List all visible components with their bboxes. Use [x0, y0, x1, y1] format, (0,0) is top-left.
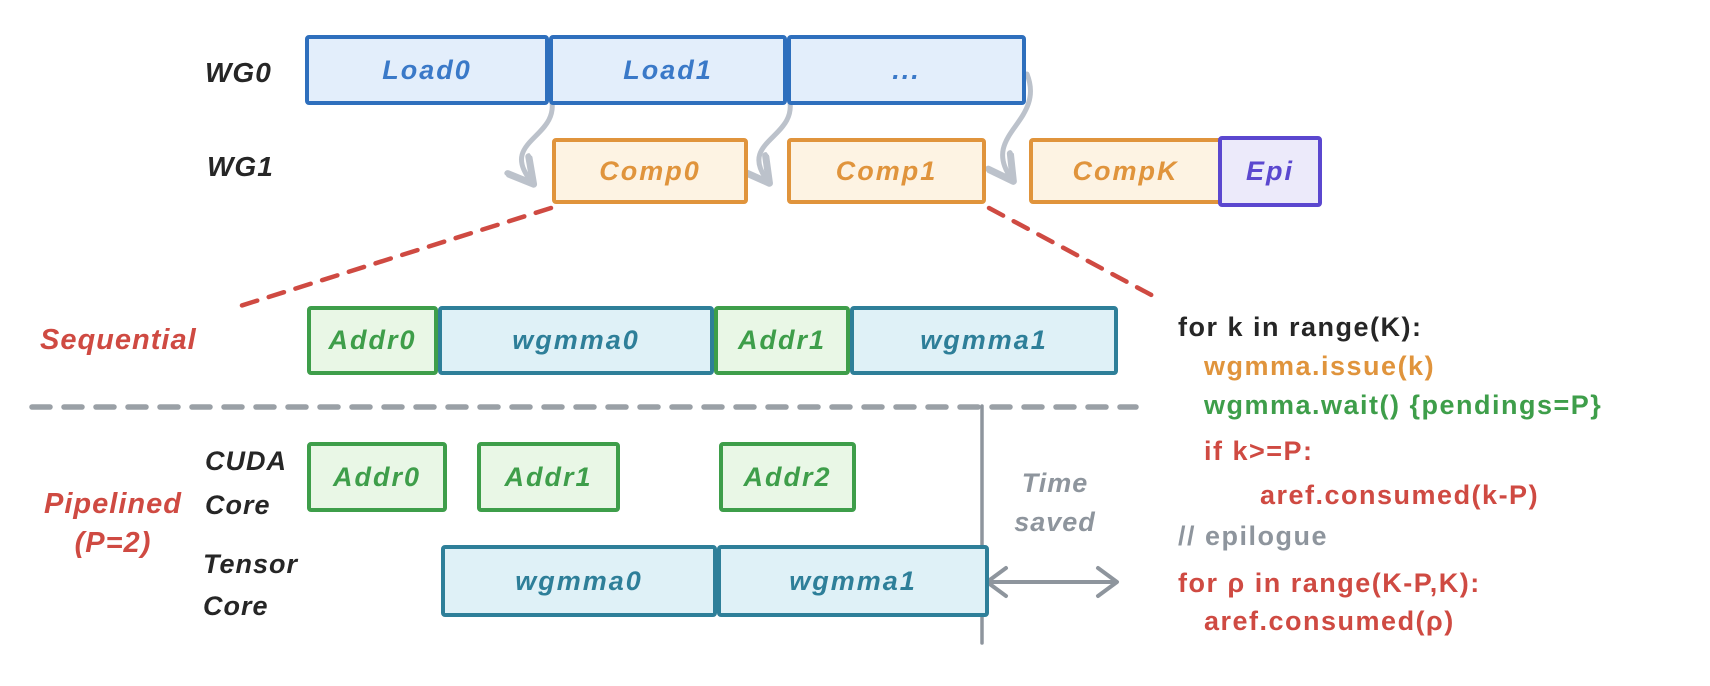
code-line-epilogue-comment: // epilogue — [1178, 521, 1329, 551]
code-line-wgmma-wait: wgmma.wait() {pendings=P} — [1204, 390, 1603, 420]
pipe-wgmma1-box: wgmma1 — [717, 545, 989, 617]
tensor-core-label-line2: Core — [203, 591, 269, 621]
seq-addr0-box: Addr0 — [307, 306, 438, 375]
pipelined-param-label: (P=2) — [74, 527, 152, 559]
time-saved-arrow — [985, 566, 1119, 598]
cuda-core-label-line2: Core — [205, 490, 271, 520]
pipe-addr1-box: Addr1 — [477, 442, 620, 512]
code-line-wgmma-issue: wgmma.issue(k) — [1204, 351, 1436, 381]
time-saved-label-line2: saved — [1014, 507, 1096, 537]
pipelined-label: Pipelined — [44, 488, 182, 520]
comp1-box: Comp1 — [787, 138, 986, 204]
comp0-box: Comp0 — [552, 138, 748, 204]
wg0-label: WG0 — [205, 57, 272, 88]
wg1-label: WG1 — [207, 151, 274, 182]
seq-wgmma0-box: wgmma0 — [438, 306, 714, 375]
tensor-core-label-line1: Tensor — [203, 549, 299, 579]
seq-wgmma1-box: wgmma1 — [850, 306, 1118, 375]
code-line-for-k: for k in range(K): — [1178, 312, 1423, 342]
sequential-label: Sequential — [40, 324, 197, 356]
seq-addr1-box: Addr1 — [714, 306, 850, 375]
code-line-for-rho: for ρ in range(K-P,K): — [1178, 568, 1481, 598]
cuda-core-label-line1: CUDA — [205, 446, 287, 476]
epilogue-box: Epi — [1218, 136, 1322, 207]
pipe-wgmma0-box: wgmma0 — [441, 545, 717, 617]
load-ellipsis-box: ... — [787, 35, 1026, 105]
dependency-arrow-2 — [759, 94, 793, 180]
code-line-aref-consumed-rho: aref.consumed(ρ) — [1204, 606, 1455, 636]
load0-box: Load0 — [305, 35, 549, 105]
zoom-connector-left — [234, 205, 554, 310]
pipe-addr2-box: Addr2 — [719, 442, 856, 512]
compk-box: CompK — [1029, 138, 1222, 204]
time-saved-label-line1: Time — [1021, 468, 1089, 498]
code-line-if-k: if k>=P: — [1204, 436, 1314, 466]
code-line-aref-consumed: aref.consumed(k-P) — [1260, 480, 1540, 510]
load1-box: Load1 — [549, 35, 787, 105]
pipe-addr0-box: Addr0 — [307, 442, 447, 512]
dependency-arrow-1 — [521, 94, 555, 181]
zoom-connector-right — [986, 205, 1160, 301]
